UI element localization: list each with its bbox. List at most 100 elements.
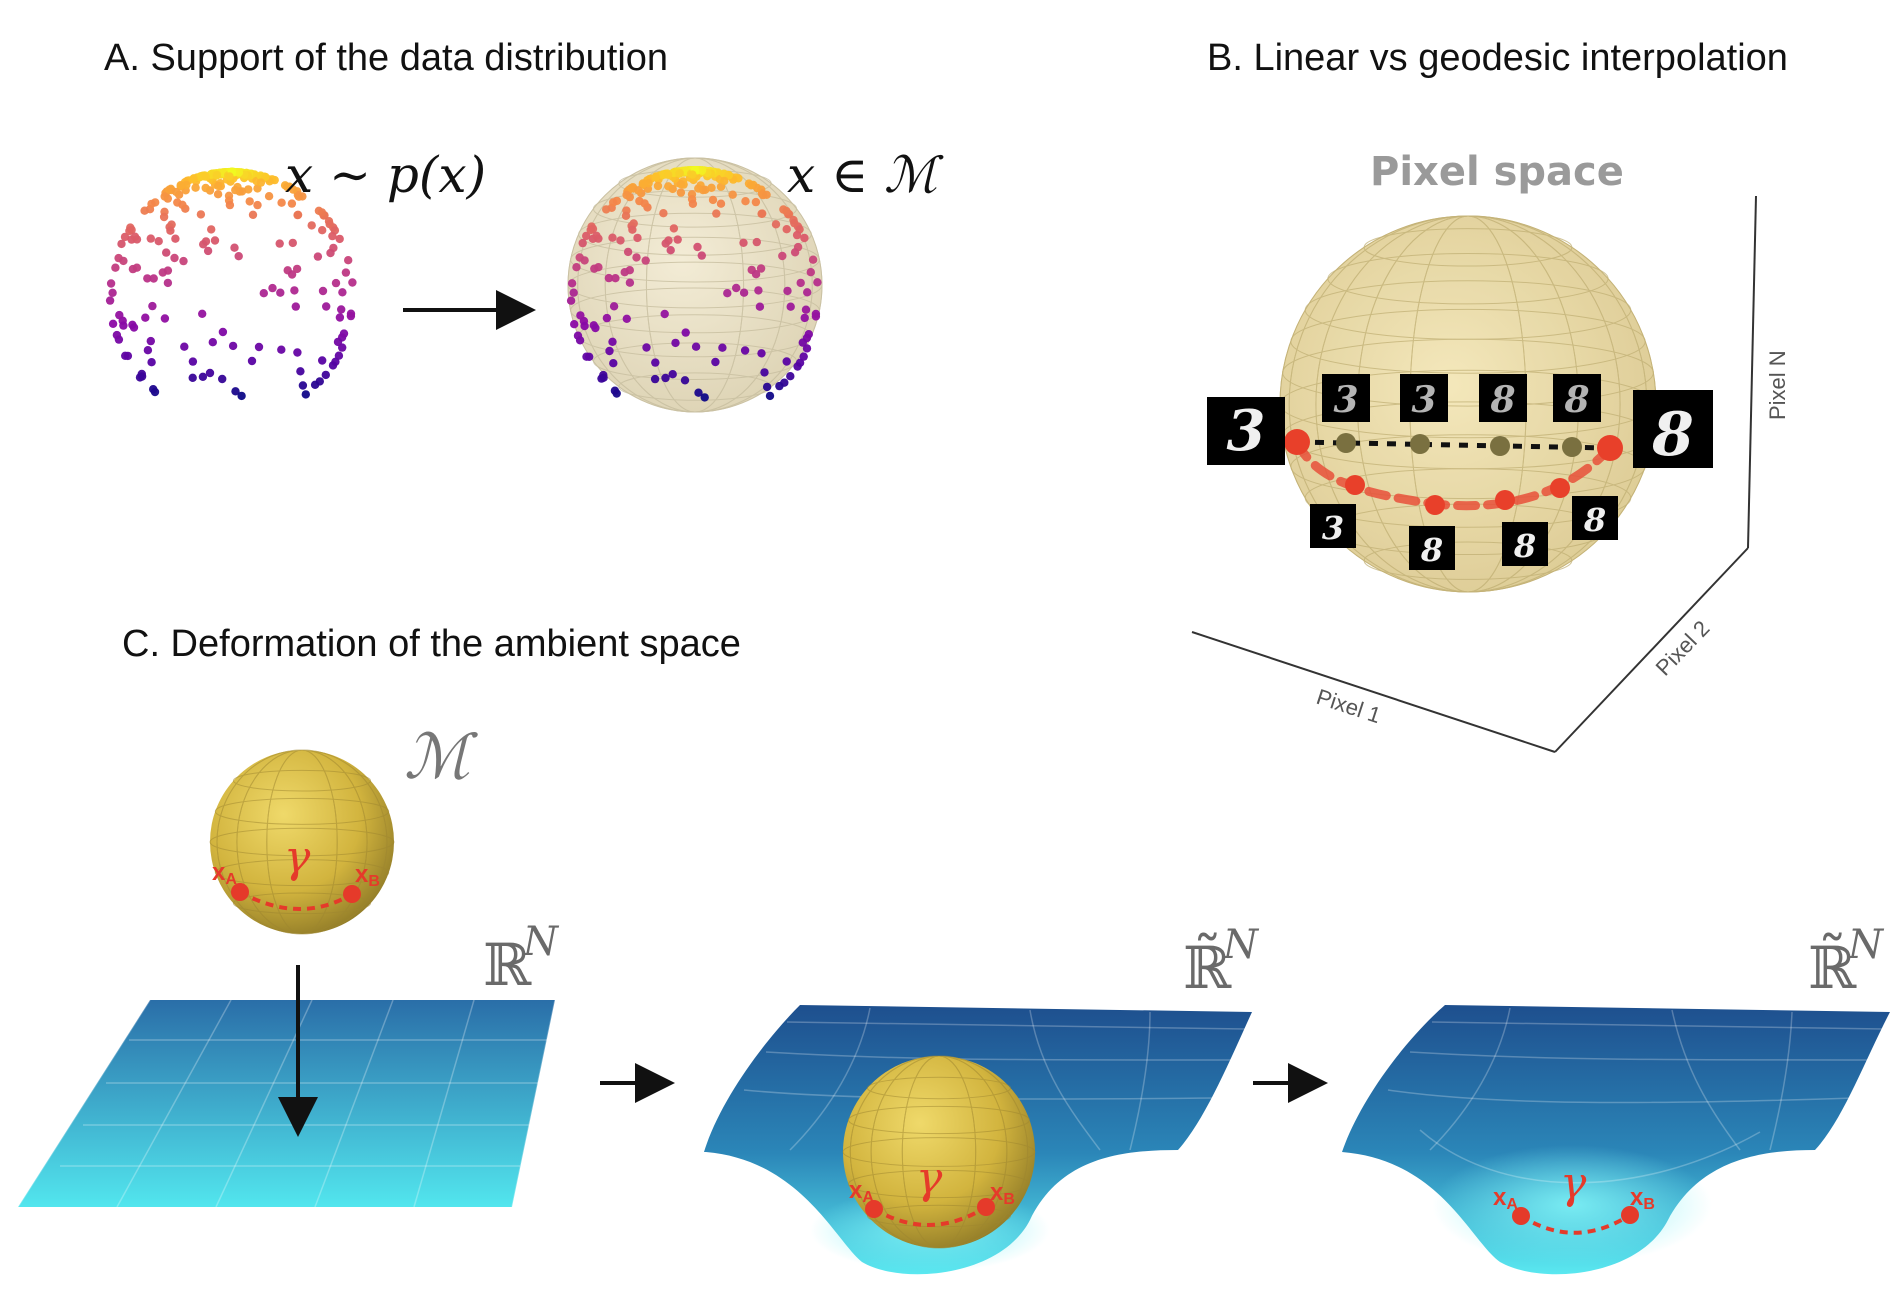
label-xa-embedded: xA: [849, 1177, 874, 1206]
data-point: [609, 359, 618, 368]
data-point: [811, 309, 821, 319]
point-a-embedded: [865, 1200, 883, 1218]
data-point: [344, 256, 353, 265]
linear-thumb-bg: [1400, 374, 1448, 422]
data-point: [112, 330, 122, 340]
data-point: [718, 343, 727, 352]
data-point: [275, 239, 284, 248]
space-label-flat: ℝ N: [483, 919, 560, 999]
data-point: [757, 349, 766, 358]
endpoint-digit-b: 8: [1633, 390, 1713, 470]
data-point: [700, 393, 709, 402]
data-point: [158, 268, 167, 277]
data-point: [697, 251, 706, 260]
data-point: [325, 220, 334, 229]
data-point: [292, 264, 302, 274]
data-point: [143, 274, 152, 283]
data-point: [301, 390, 310, 399]
linear-point: [1490, 436, 1510, 456]
data-point: [149, 274, 158, 283]
data-point: [111, 263, 120, 272]
data-point: [135, 373, 145, 382]
data-point: [132, 263, 142, 272]
data-point: [609, 302, 619, 311]
data-point: [602, 313, 612, 323]
data-point: [348, 278, 357, 287]
linear-thumb-bg: [1322, 374, 1370, 422]
data-point: [123, 351, 133, 361]
data-point: [179, 256, 188, 266]
data-point: [191, 183, 200, 192]
geodesic-curve-embedded: [872, 1205, 988, 1227]
data-point: [244, 185, 253, 194]
data-point: [760, 368, 769, 377]
linear-thumb-digit: 8: [1489, 379, 1515, 421]
data-point: [783, 286, 792, 296]
data-point: [318, 356, 327, 365]
data-point: [201, 183, 210, 193]
data-point: [213, 190, 223, 199]
data-point: [321, 370, 330, 380]
data-point: [790, 218, 799, 228]
linear-thumb-bg: [1479, 374, 1527, 422]
data-point: [666, 246, 675, 255]
data-point: [650, 374, 660, 384]
data-point: [712, 209, 721, 218]
data-point: [141, 313, 150, 322]
data-point: [129, 323, 139, 332]
data-point: [765, 391, 775, 401]
data-point: [248, 210, 258, 219]
data-point: [196, 210, 206, 219]
data-point: [697, 166, 707, 175]
data-point: [148, 301, 157, 311]
data-point: [162, 248, 171, 257]
data-point: [799, 352, 808, 361]
data-point: [723, 289, 732, 298]
data-point: [339, 329, 349, 338]
geodesic-thumb-bg: [1502, 522, 1548, 566]
data-point: [680, 376, 690, 385]
data-point: [335, 234, 344, 244]
data-point: [143, 346, 153, 355]
data-point: [739, 238, 748, 247]
data-point: [728, 190, 737, 199]
data-point: [609, 198, 618, 207]
data-point: [694, 388, 703, 397]
distribution-label: x ∼ p(x): [285, 146, 486, 204]
data-point: [290, 286, 299, 295]
data-point: [798, 338, 807, 347]
data-point: [576, 311, 585, 320]
scatter-cloud-left: [105, 167, 357, 401]
endpoint-a-marker: [1284, 429, 1310, 455]
data-point: [623, 247, 633, 257]
point-b-surface: [1621, 1206, 1639, 1224]
data-point: [225, 200, 235, 210]
data-point: [668, 370, 677, 379]
data-point: [676, 180, 686, 189]
data-point: [751, 270, 761, 279]
data-point: [328, 231, 337, 241]
geodesic-point: [1550, 478, 1570, 498]
data-point: [171, 234, 180, 243]
data-point: [159, 212, 169, 222]
data-point: [653, 181, 663, 191]
data-point: [166, 226, 175, 235]
data-point: [664, 182, 673, 191]
data-point: [688, 199, 698, 208]
data-point: [724, 170, 734, 180]
data-point: [310, 380, 320, 389]
data-point: [716, 199, 726, 208]
data-point: [694, 184, 703, 193]
data-point: [328, 361, 338, 370]
svg-text:3: 3: [1227, 398, 1266, 464]
data-point: [105, 296, 115, 305]
label-xb-embedded: xB: [990, 1179, 1015, 1208]
data-point: [218, 327, 228, 337]
data-point: [298, 192, 307, 201]
linear-points: [1336, 433, 1582, 457]
geodesic-point: [1345, 475, 1365, 495]
data-point: [659, 209, 668, 218]
data-point: [115, 310, 124, 320]
data-point: [720, 176, 729, 186]
